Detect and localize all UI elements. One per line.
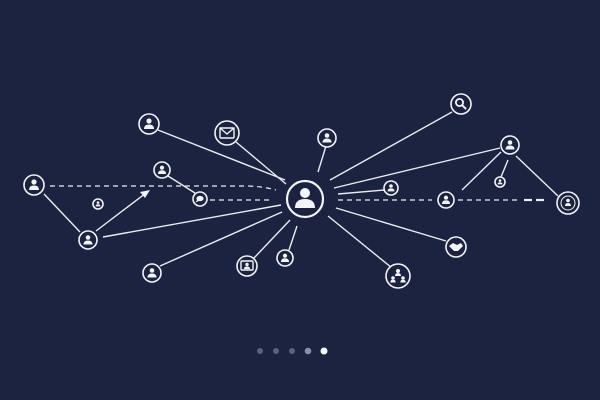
edge — [335, 207, 447, 242]
edge — [317, 145, 327, 173]
arrow-edge — [95, 192, 147, 232]
handshake-node[interactable] — [445, 236, 467, 258]
network-edges — [43, 111, 559, 269]
edge — [159, 211, 283, 267]
carousel-dot[interactable] — [273, 348, 279, 354]
search-node[interactable] — [450, 93, 472, 115]
user-icon — [147, 268, 157, 278]
handshake-icon — [449, 243, 463, 251]
edge — [253, 219, 291, 259]
contact-card-node[interactable] — [236, 255, 258, 277]
contact-card-icon — [240, 260, 254, 271]
user-node[interactable] — [437, 191, 455, 209]
carousel-dot[interactable] — [257, 348, 263, 354]
edge — [43, 193, 81, 233]
user-node[interactable] — [78, 230, 98, 250]
user-icon — [158, 165, 166, 174]
edge — [102, 204, 282, 238]
user-icon — [442, 195, 450, 204]
edge — [235, 141, 287, 185]
carousel-dot[interactable] — [289, 348, 295, 354]
hub-node[interactable] — [285, 179, 325, 219]
edge — [515, 155, 559, 197]
team-node[interactable] — [385, 263, 411, 289]
user-node[interactable] — [494, 176, 506, 188]
user-node[interactable] — [23, 174, 45, 196]
edge — [157, 129, 286, 181]
user-icon — [281, 253, 289, 262]
user-node[interactable] — [92, 198, 104, 210]
carousel-dot[interactable] — [304, 347, 312, 355]
search-icon — [454, 98, 467, 110]
chart-badge-icon — [560, 195, 576, 211]
chart-badge-node[interactable] — [556, 191, 580, 215]
edge — [327, 215, 393, 269]
dashed-connector — [50, 185, 277, 191]
user-node[interactable] — [383, 180, 399, 196]
user-icon — [387, 184, 395, 192]
user-node[interactable] — [500, 135, 520, 155]
edge — [333, 147, 501, 189]
edge — [337, 189, 385, 195]
edge — [288, 225, 298, 251]
edge — [167, 175, 196, 194]
user-icon — [505, 140, 515, 150]
mail-node[interactable] — [214, 120, 240, 146]
chat-node[interactable] — [192, 191, 208, 207]
user-node[interactable] — [153, 161, 171, 179]
team-icon — [390, 269, 406, 283]
chat-bubble-icon — [195, 195, 204, 203]
user-icon — [95, 201, 101, 207]
carousel-dot-active[interactable] — [320, 347, 328, 355]
user-icon — [144, 118, 154, 129]
user-node[interactable] — [317, 128, 337, 148]
edge — [329, 111, 453, 181]
user-node[interactable] — [142, 263, 162, 283]
edge — [500, 159, 509, 178]
user-icon — [497, 179, 503, 185]
user-node[interactable] — [138, 113, 160, 135]
mail-icon — [219, 127, 235, 139]
user-icon — [29, 179, 39, 190]
user-icon — [295, 188, 315, 208]
user-icon — [83, 235, 93, 245]
user-icon — [322, 133, 332, 143]
arrow-head-icon — [140, 190, 150, 198]
carousel-dots — [257, 347, 328, 355]
edge — [461, 151, 502, 191]
user-node[interactable] — [276, 249, 294, 267]
